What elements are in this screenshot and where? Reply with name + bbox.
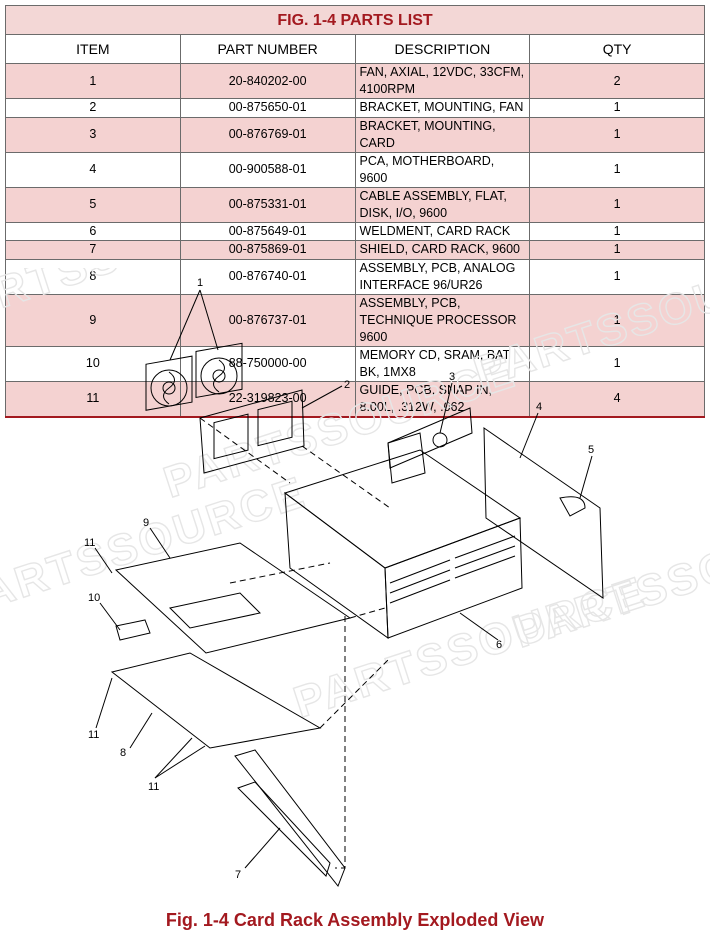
qty-cell: 1 <box>529 98 705 118</box>
fan-bracket-illustration <box>199 389 305 474</box>
qty-cell: 1 <box>529 186 705 223</box>
qty-cell: 1 <box>529 116 705 153</box>
item-cell: 9 <box>5 293 181 347</box>
item-cell: 5 <box>5 186 181 223</box>
description-cell: FAN, AXIAL, 12VDC, 33CFM, 4100RPM <box>354 63 531 99</box>
card-rack-illustration <box>283 449 523 640</box>
table-row: 4 00-900588-01 PCA, MOTHERBOARD, 9600 1 <box>5 151 705 188</box>
motherboard-illustration <box>483 427 604 599</box>
qty-cell: 1 <box>529 345 705 382</box>
assembly-lines <box>199 417 391 869</box>
callout-4: 4 <box>536 401 542 413</box>
callout-leaders <box>94 289 593 869</box>
parts-list-table: FIG. 1-4 PARTS LIST ITEM PART NUMBER DES… <box>5 5 705 418</box>
callout-11c: 11 <box>148 781 159 793</box>
callout-10: 10 <box>88 592 100 604</box>
callout-2: 2 <box>344 379 350 391</box>
table-row: 9 00-876737-01 ASSEMBLY, PCB, TECHNIQUE … <box>5 293 705 347</box>
description-cell: PCA, MOTHERBOARD, 9600 <box>354 151 531 188</box>
part-number-cell: 00-875331-01 <box>179 186 356 223</box>
callout-3: 3 <box>449 371 455 383</box>
callout-5: 5 <box>588 444 594 456</box>
callout-8: 8 <box>120 747 126 759</box>
part-number-cell: 00-876769-01 <box>179 116 356 153</box>
memory-card-illustration <box>115 619 151 641</box>
table-row: 7 00-875869-01 SHIELD, CARD RACK, 9600 1 <box>5 240 705 260</box>
qty-cell: 2 <box>529 63 705 99</box>
item-cell: 1 <box>5 63 181 99</box>
parts-list-title-row: FIG. 1-4 PARTS LIST <box>5 5 705 35</box>
svg-text:PARTSSOURCE: PARTSSOURCE <box>0 268 292 338</box>
description-cell: GUIDE, PCB, SNAP IN, 8.00L, .312W, .062 <box>354 380 531 418</box>
svg-text:PARTSSOURCE: PARTSSOURCE <box>0 467 312 627</box>
parts-list-title: FIG. 1-4 PARTS LIST <box>5 5 705 35</box>
column-header-part-number: PART NUMBER <box>179 34 356 64</box>
part-number-cell: 00-876740-01 <box>179 258 356 295</box>
column-header-description: DESCRIPTION <box>354 34 531 64</box>
fan-illustration <box>145 342 243 411</box>
parts-list-header-row: ITEM PART NUMBER DESCRIPTION QTY <box>5 34 705 64</box>
callout-6: 6 <box>496 639 502 651</box>
callout-labels: 1 2 3 4 5 6 7 8 9 10 11 11 11 <box>84 277 594 881</box>
callout-11a: 11 <box>84 537 95 549</box>
table-row: 3 00-876769-01 BRACKET, MOUNTING, CARD 1 <box>5 116 705 153</box>
part-number-cell: 00-875649-01 <box>179 221 356 242</box>
description-cell: ASSEMBLY, PCB, TECHNIQUE PROCESSOR 9600 <box>354 293 531 347</box>
column-header-qty: QTY <box>529 34 705 64</box>
qty-cell: 1 <box>529 293 705 347</box>
qty-cell: 1 <box>529 221 705 242</box>
column-header-item: ITEM <box>5 34 181 64</box>
figure-caption: Fig. 1-4 Card Rack Assembly Exploded Vie… <box>165 910 545 930</box>
part-number-cell: 00-876737-01 <box>179 293 356 347</box>
description-cell: BRACKET, MOUNTING, FAN <box>354 98 531 118</box>
part-number-cell: 88-750000-00 <box>179 345 356 382</box>
description-cell: WELDMENT, CARD RACK <box>354 221 531 242</box>
description-cell: SHIELD, CARD RACK, 9600 <box>354 240 531 260</box>
part-number-cell: 00-875650-01 <box>179 98 356 118</box>
callout-1: 1 <box>197 277 203 289</box>
callout-9: 9 <box>143 517 149 529</box>
item-cell: 4 <box>5 151 181 188</box>
description-cell: ASSEMBLY, PCB, ANALOG INTERFACE 96/UR26 <box>354 258 531 295</box>
item-cell: 7 <box>5 240 181 260</box>
item-cell: 2 <box>5 98 181 118</box>
table-row: 6 00-875649-01 WELDMENT, CARD RACK 1 <box>5 221 705 242</box>
qty-cell: 1 <box>529 151 705 188</box>
qty-cell: 1 <box>529 240 705 260</box>
exploded-view-diagram: PARTSSOURCE PARTSSOURCE PARTSSOURCE PART… <box>0 268 710 887</box>
shield-illustration <box>234 749 346 887</box>
description-cell: BRACKET, MOUNTING, CARD <box>354 116 531 153</box>
part-number-cell: 20-840202-00 <box>179 63 356 99</box>
part-number-cell: 00-875869-01 <box>179 240 356 260</box>
item-cell: 3 <box>5 116 181 153</box>
part-number-cell: 00-900588-01 <box>179 151 356 188</box>
table-row: 5 00-875331-01 CABLE ASSEMBLY, FLAT, DIS… <box>5 186 705 223</box>
watermark: PARTSSOURCE PARTSSOURCE PARTSSOURCE PART… <box>0 268 710 728</box>
analog-pcb-illustration <box>110 652 322 749</box>
callout-11b: 11 <box>88 729 99 741</box>
description-cell: MEMORY CD, SRAM, BAT BK, 1MX8 <box>354 345 531 382</box>
table-row: 2 00-875650-01 BRACKET, MOUNTING, FAN 1 <box>5 98 705 118</box>
description-cell: CABLE ASSEMBLY, FLAT, DISK, I/O, 9600 <box>354 186 531 223</box>
qty-cell: 4 <box>529 380 705 418</box>
callout-7: 7 <box>235 869 241 881</box>
svg-text:PARTSSOURCE: PARTSSOURCE <box>508 497 710 657</box>
item-cell: 6 <box>5 221 181 242</box>
svg-text:PARTSSOURCE: PARTSSOURCE <box>468 268 710 398</box>
table-row: 1 20-840202-00 FAN, AXIAL, 12VDC, 33CFM,… <box>5 63 705 99</box>
